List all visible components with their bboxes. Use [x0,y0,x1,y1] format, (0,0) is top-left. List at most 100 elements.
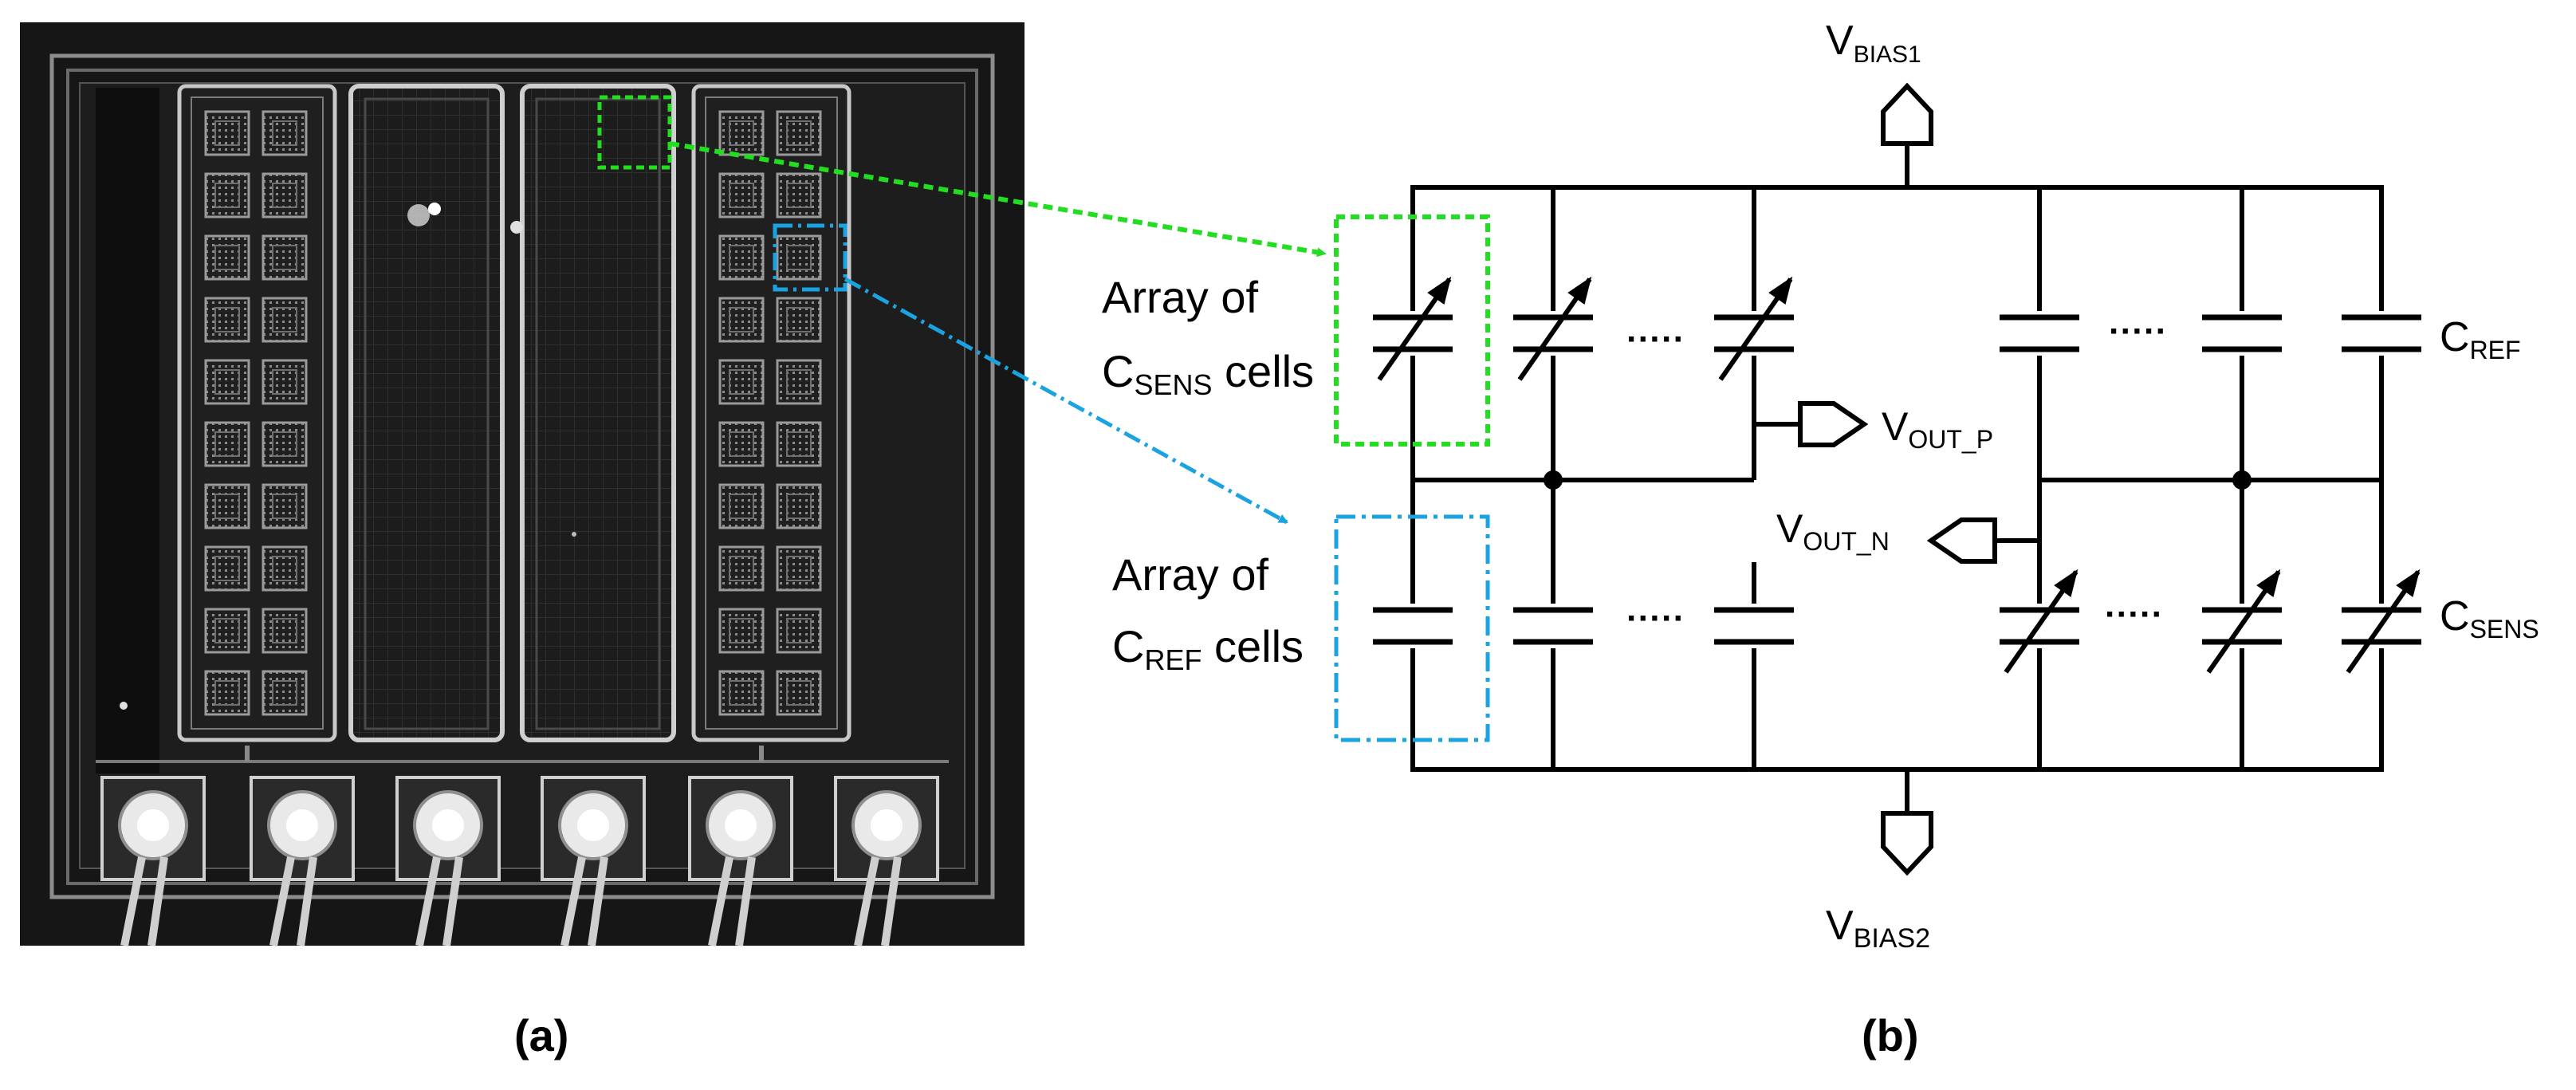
vout-p-label: VOUT_P [1882,404,1993,454]
sens-cell-column-left [177,84,337,742]
cref-label: CREF [2440,314,2521,364]
vout-n-label: VOUT_N [1776,506,1890,556]
micro-cell [204,234,250,281]
micro-cell-core [272,307,297,333]
micro-cell-core [729,307,754,333]
micro-cell [718,421,765,467]
micro-cell [776,545,822,592]
micro-cell-core [729,431,754,457]
chip-micrograph [20,22,1025,946]
micro-cell [204,421,250,467]
micro-cell [718,172,765,218]
bond-ball-core [871,809,903,841]
micro-cell [718,545,765,592]
fixed-capacitor [1992,311,2087,356]
micro-cell [262,234,308,281]
variable-capacitor [2194,569,2290,674]
micro-cell-core [272,120,297,146]
micro-cell-core [729,556,754,581]
mesh-column-3 [520,84,676,742]
micro-cell-core [214,245,240,270]
bond-wire [415,856,463,946]
ref-cell-highlight [773,223,848,292]
tuning-arrow [2206,569,2281,674]
micro-cell [204,172,250,218]
bond-wire [560,856,608,946]
bond-ball-core [286,809,318,841]
micro-cell [262,483,308,529]
micro-cell-core [729,120,754,146]
sens-cell-highlight [597,95,672,170]
micro-cell [718,110,765,156]
micro-cell-core [786,680,812,706]
micro-cell [776,421,822,467]
micro-cell [718,359,765,405]
tuning-arrow [1377,276,1452,381]
micro-cell [776,608,822,654]
micro-cell [262,359,308,405]
vbias2-label: VBIAS2 [1826,903,1930,954]
micro-cell-core [729,494,754,519]
variable-capacitor [1505,276,1601,381]
micro-cell [262,670,308,716]
bond-ball-core [577,809,609,841]
micro-cell-core [214,494,240,519]
micro-cell-core [786,618,812,643]
sens-array-box [1334,214,1490,447]
micro-cell-core [272,618,297,643]
micro-cell [776,172,822,218]
bond-wire [269,856,317,946]
ref-array-line2: CREF cells [1112,621,1304,676]
micro-cell-core [272,494,297,519]
micro-cell [776,110,822,156]
bond-wire [708,856,756,946]
micro-cell [204,359,250,405]
junction-dot-right [2232,470,2252,490]
micro-cell-core [729,369,754,395]
variable-capacitor [1992,569,2087,674]
ellipsis-bottom-right: ····· [2105,595,2163,634]
micro-cell [776,234,822,281]
fixed-capacitor [1505,604,1601,648]
micro-cell-core [786,120,812,146]
micro-cell-core [214,680,240,706]
ref-cell-column-right [691,84,851,742]
tuning-arrow [2004,569,2078,674]
micro-cell-core [786,494,812,519]
micro-cell [776,359,822,405]
micro-cell [718,670,765,716]
fixed-capacitor [2334,311,2429,356]
micro-cell-core [214,183,240,208]
ellipsis-top-right: ····· [2109,312,2167,351]
ellipsis-bottom-left: ····· [1626,599,1685,638]
micro-cell [718,608,765,654]
micro-cell-core [272,680,297,706]
panel-label-b: (b) [1862,1010,1919,1060]
micro-cell-core [272,245,297,270]
fixed-capacitor [1706,604,1802,648]
micro-cell-core [214,369,240,395]
micro-cell-core [786,369,812,395]
micro-cell [776,670,822,716]
micro-cell [204,297,250,343]
micro-cell [718,483,765,529]
bond-wire [854,856,902,946]
sens-array-line2: CSENS cells [1102,346,1314,401]
micro-cell-core [214,618,240,643]
fixed-capacitor [1365,604,1461,648]
micro-cell-core [214,431,240,457]
variable-capacitor [1365,276,1461,381]
bond-wire [120,856,168,946]
micro-cell [262,421,308,467]
capacitor-array [1365,276,2429,674]
micro-cell [262,608,308,654]
micro-cell [204,670,250,716]
vout-p-port [1754,401,1869,447]
micro-cell-core [786,431,812,457]
variable-capacitor [2334,569,2429,674]
ref-array-box [1334,514,1490,742]
micro-cell-core [786,556,812,581]
ref-leader-arrow [844,277,1288,525]
micro-cell [718,297,765,343]
